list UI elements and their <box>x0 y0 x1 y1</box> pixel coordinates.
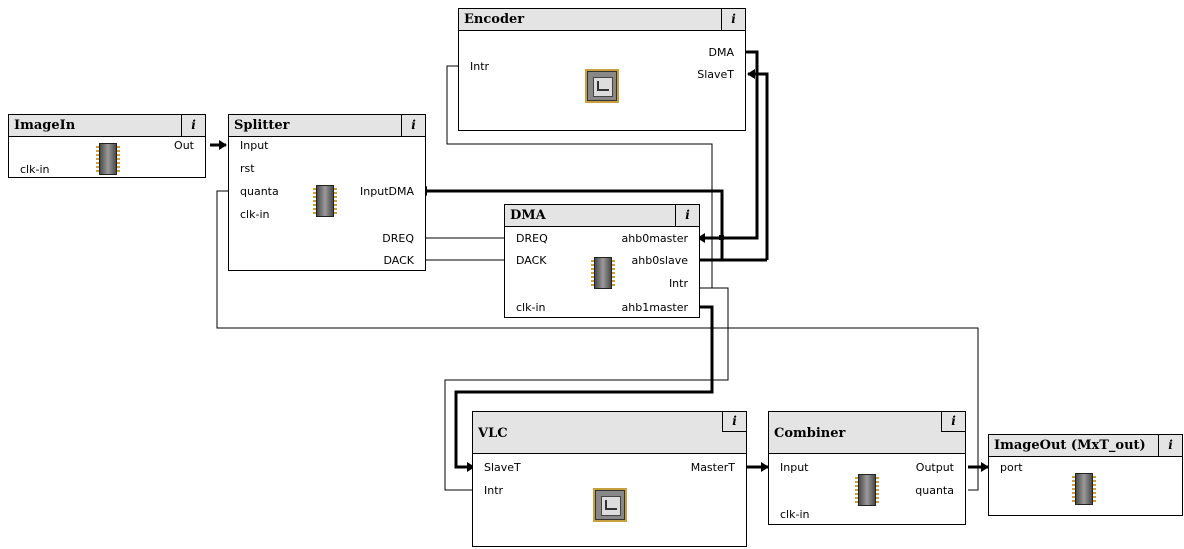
port-rst[interactable]: rst <box>240 162 255 175</box>
info-button[interactable]: i <box>721 9 745 31</box>
info-button[interactable]: i <box>722 412 746 432</box>
port-ahb0slave[interactable]: ahb0slave <box>631 254 689 267</box>
port-out[interactable]: Out <box>174 139 194 152</box>
block-title: DMA <box>510 208 546 223</box>
port-ahb0master[interactable]: ahb0master <box>621 232 688 245</box>
chip-icon <box>96 143 120 175</box>
junction-dot <box>719 235 724 240</box>
port-slavet[interactable]: SlaveT <box>697 68 734 81</box>
block-header: DMA i <box>505 205 699 227</box>
port-dma[interactable]: DMA <box>708 46 735 59</box>
info-button[interactable]: i <box>181 115 205 137</box>
info-button[interactable]: i <box>401 115 425 137</box>
block-title: Combiner <box>774 426 846 441</box>
port-intr[interactable]: Intr <box>484 484 504 497</box>
block-title: Splitter <box>234 118 290 133</box>
block-vlc[interactable]: VLC i SlaveT Intr MasterT <box>472 411 747 547</box>
chip-icon <box>1072 473 1096 505</box>
port-port[interactable]: port <box>1000 461 1023 474</box>
port-quanta[interactable]: quanta <box>240 185 279 198</box>
port-slavet[interactable]: SlaveT <box>484 461 521 474</box>
block-title: ImageOut (MxT_out) <box>994 438 1146 453</box>
processor-icon <box>587 71 617 101</box>
info-button[interactable]: i <box>675 205 699 227</box>
block-title: Encoder <box>464 12 525 27</box>
port-mastert[interactable]: MasterT <box>690 461 735 474</box>
block-title: ImageIn <box>14 118 76 133</box>
block-header: Splitter i <box>229 115 425 137</box>
block-title: VLC <box>478 426 508 441</box>
block-encoder[interactable]: Encoder i Intr DMA SlaveT <box>458 8 746 131</box>
block-header: VLC i <box>473 412 746 454</box>
port-ahb1master[interactable]: ahb1master <box>621 301 688 314</box>
port-inputdma[interactable]: InputDMA <box>360 185 414 198</box>
block-splitter[interactable]: Splitter i Input rst quanta clk-in Input… <box>228 114 426 271</box>
info-button[interactable]: i <box>941 412 965 432</box>
port-clk-in[interactable]: clk-in <box>20 163 50 176</box>
port-intr[interactable]: Intr <box>668 277 688 290</box>
port-output[interactable]: Output <box>915 461 954 474</box>
port-dreq[interactable]: DREQ <box>382 232 414 245</box>
chip-icon <box>313 185 337 217</box>
port-quanta[interactable]: quanta <box>915 484 954 497</box>
block-header: Combiner i <box>769 412 965 454</box>
port-clk-in[interactable]: clk-in <box>516 301 546 314</box>
port-dreq[interactable]: DREQ <box>516 232 548 245</box>
port-input[interactable]: Input <box>780 461 809 474</box>
wire-encoder-slavet-bus <box>747 69 769 260</box>
block-imageout[interactable]: ImageOut (MxT_out) i port <box>988 434 1183 516</box>
chip-icon <box>591 257 615 289</box>
port-dack[interactable]: DACK <box>383 254 414 267</box>
port-dack[interactable]: DACK <box>516 254 547 267</box>
port-input[interactable]: Input <box>240 139 269 152</box>
port-intr[interactable]: Intr <box>470 60 490 73</box>
port-clk-in[interactable]: clk-in <box>240 208 270 221</box>
block-imagein[interactable]: ImageIn i Out clk-in <box>8 114 206 178</box>
wire-dma-ahb0slave <box>700 238 724 262</box>
block-header: Encoder i <box>459 9 745 31</box>
block-dma[interactable]: DMA i DREQ DACK clk-in ahb0master ahb0sl… <box>504 204 700 318</box>
block-combiner[interactable]: Combiner i Input clk-in Output quanta <box>768 411 966 525</box>
info-button[interactable]: i <box>1158 435 1182 457</box>
block-header: ImageOut (MxT_out) i <box>989 435 1182 457</box>
chip-icon <box>855 474 879 506</box>
processor-icon <box>595 490 625 520</box>
block-header: ImageIn i <box>9 115 205 137</box>
port-clk-in[interactable]: clk-in <box>780 508 810 521</box>
